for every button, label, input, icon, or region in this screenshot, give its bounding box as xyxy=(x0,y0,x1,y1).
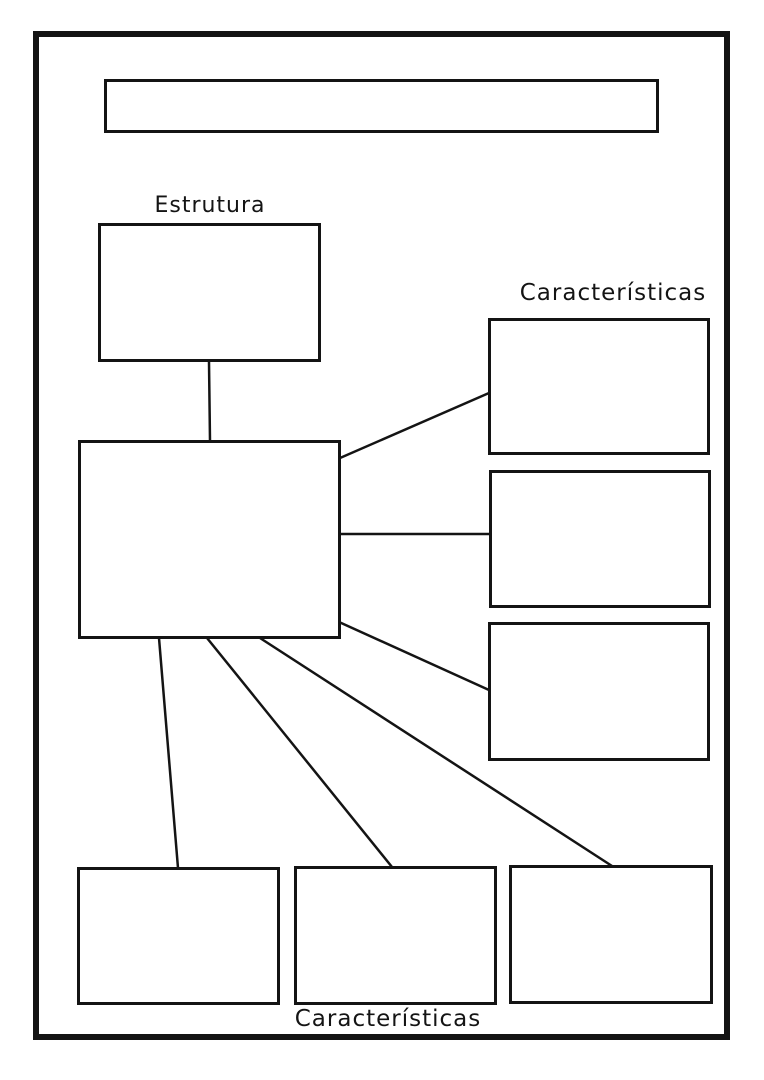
connector-structure-to-main xyxy=(207,360,212,443)
title-box xyxy=(104,79,659,133)
characteristic-right-box-3 xyxy=(488,622,710,761)
connector-main-to-right-1 xyxy=(338,391,491,460)
characteristic-bottom-box-3 xyxy=(509,865,713,1004)
characteristic-right-box-1 xyxy=(488,318,710,455)
characteristics-bottom-label: Características xyxy=(294,1006,482,1032)
connector-main-to-right-3 xyxy=(337,620,491,692)
characteristic-bottom-box-1 xyxy=(77,867,280,1005)
main-topic-box xyxy=(78,440,341,639)
connector-main-to-bottom-2 xyxy=(205,636,394,869)
characteristic-right-box-2 xyxy=(489,470,711,608)
connector-main-to-bottom-3 xyxy=(258,636,614,868)
structure-box xyxy=(98,223,321,362)
connector-main-to-bottom-1 xyxy=(157,636,180,870)
structure-label: Estrutura xyxy=(154,193,266,218)
characteristic-bottom-box-2 xyxy=(294,866,497,1005)
characteristics-right-label: Características xyxy=(519,280,707,306)
